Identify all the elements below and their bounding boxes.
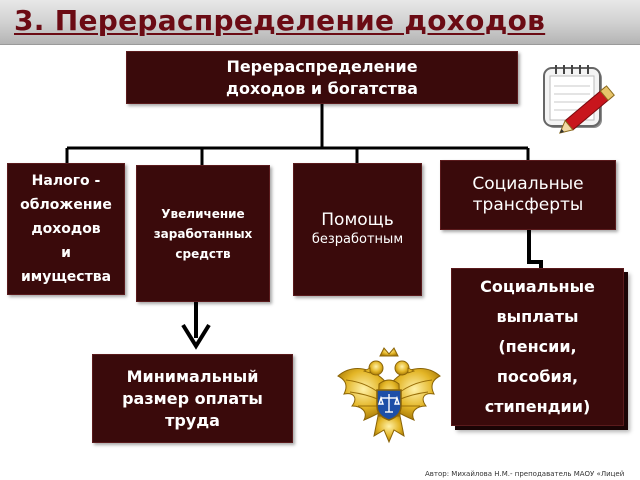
social-payments-box: Социальные выплаты (пенсии, пособия, сти… — [451, 268, 624, 426]
social-payments-line: (пенсии, — [498, 337, 577, 356]
social-payments-line: выплаты — [496, 307, 579, 326]
branch-unemployment: Помощь безработным — [293, 163, 422, 296]
unemployment-line: Помощь — [321, 209, 394, 230]
taxation-line: имущества — [20, 269, 112, 285]
min-wage-line: Минимальный — [126, 366, 259, 386]
transfers-line: Социальные — [472, 174, 584, 194]
branch-taxation: Налого - обложение доходов и имущества — [7, 163, 125, 295]
root-box: Перераспределение доходов и богатства — [126, 51, 518, 104]
min-wage-box: Минимальный размер оплаты труда — [92, 354, 293, 443]
wages-line: Увеличение — [161, 206, 245, 221]
title-bar: 3. Перераспределение доходов — [0, 0, 640, 45]
root-line-2: доходов и богатства — [226, 78, 418, 98]
min-wage-line: размер оплаты — [122, 388, 263, 408]
social-payments-line: пособия, — [496, 367, 579, 386]
taxation-line: Налого - — [31, 173, 101, 189]
taxation-line: и — [61, 245, 71, 261]
branch-transfers: Социальные трансферты — [440, 160, 616, 230]
author-footer: Автор: Михайлова Н.М.- преподаватель МАО… — [425, 470, 625, 478]
wages-line: заработанных — [153, 226, 253, 241]
min-wage-line: труда — [165, 410, 220, 430]
social-payments-line: стипендии) — [484, 397, 591, 416]
social-payments-line: Социальные — [480, 277, 595, 296]
taxation-line: доходов — [31, 221, 101, 237]
branch-wages: Увеличение заработанных средств — [136, 165, 270, 302]
unemployment-line: безработным — [311, 231, 404, 247]
slide-title: 3. Перераспределение доходов — [14, 4, 546, 37]
double-headed-eagle-emblem-icon — [337, 347, 441, 444]
notepad-pencil-icon — [543, 65, 615, 134]
root-line-1: Перераспределение — [226, 56, 418, 76]
wages-line: средств — [175, 246, 231, 261]
transfers-line: трансферты — [472, 195, 584, 215]
taxation-line: обложение — [20, 197, 112, 213]
